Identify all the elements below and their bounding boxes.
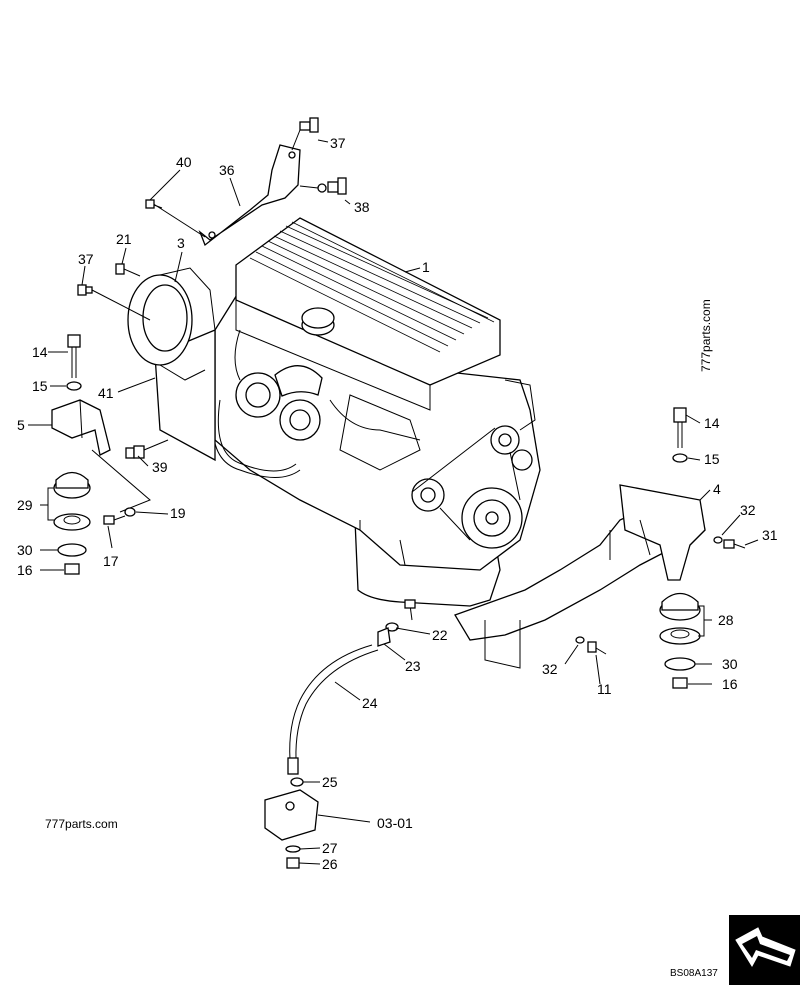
callout-30-right: 30	[722, 656, 738, 672]
callout-41: 41	[98, 385, 114, 401]
callout-40: 40	[176, 154, 192, 170]
bolt-39	[125, 439, 169, 459]
callout-37-left: 37	[78, 251, 94, 267]
callout-15-right: 15	[704, 451, 720, 467]
left-mount	[51, 334, 151, 575]
callout-39: 39	[152, 459, 168, 475]
callout-4: 4	[713, 481, 721, 497]
callout-29: 29	[17, 497, 33, 513]
front-pulleys	[411, 379, 536, 549]
callout-27: 27	[322, 840, 338, 856]
rocker-cover-fins	[249, 221, 495, 353]
callout-38: 38	[354, 199, 370, 215]
callout-26: 26	[322, 856, 338, 872]
right-mount	[575, 407, 746, 689]
leader-lines	[28, 139, 759, 865]
bracket-36	[151, 144, 301, 247]
callout-labels: 37 40 36 38 21 3 1 37 14 15 41 5 39 29 1…	[17, 135, 778, 872]
callout-16-left: 16	[17, 562, 33, 578]
callout-5: 5	[17, 417, 25, 433]
right-bracket-4	[454, 484, 706, 669]
engine-assembly	[127, 217, 541, 607]
bolt-38	[299, 177, 347, 195]
callout-22: 22	[432, 627, 448, 643]
callout-32-right: 32	[740, 502, 756, 518]
callout-30-left: 30	[17, 542, 33, 558]
callout-28: 28	[718, 612, 734, 628]
callout-25: 25	[322, 774, 338, 790]
callout-24: 24	[362, 695, 378, 711]
callout-37: 37	[330, 135, 346, 151]
callout-11: 11	[597, 681, 612, 697]
callout-03-01: 03-01	[377, 815, 413, 831]
callout-1: 1	[422, 259, 430, 275]
callout-16-right: 16	[722, 676, 738, 692]
bolt-37-top	[291, 117, 319, 151]
oil-drain-hose	[264, 599, 416, 869]
callout-31: 31	[762, 527, 778, 543]
callout-3: 3	[177, 235, 185, 251]
drawing-code: BS08A137	[670, 968, 718, 979]
callout-32-lower: 32	[542, 661, 558, 677]
callout-36: 36	[219, 162, 235, 178]
callout-17: 17	[103, 553, 119, 569]
watermark-left: 777parts.com	[45, 817, 118, 831]
bolt-21	[115, 263, 141, 277]
callout-14-left: 14	[32, 344, 48, 360]
watermark-vertical: 777parts.com	[699, 299, 713, 372]
bolt-40	[145, 199, 163, 209]
callout-23: 23	[405, 658, 421, 674]
callout-14-right: 14	[704, 415, 720, 431]
callout-15-left: 15	[32, 378, 48, 394]
callout-19: 19	[170, 505, 186, 521]
callout-21: 21	[116, 231, 132, 247]
arrow-icon	[729, 915, 800, 985]
